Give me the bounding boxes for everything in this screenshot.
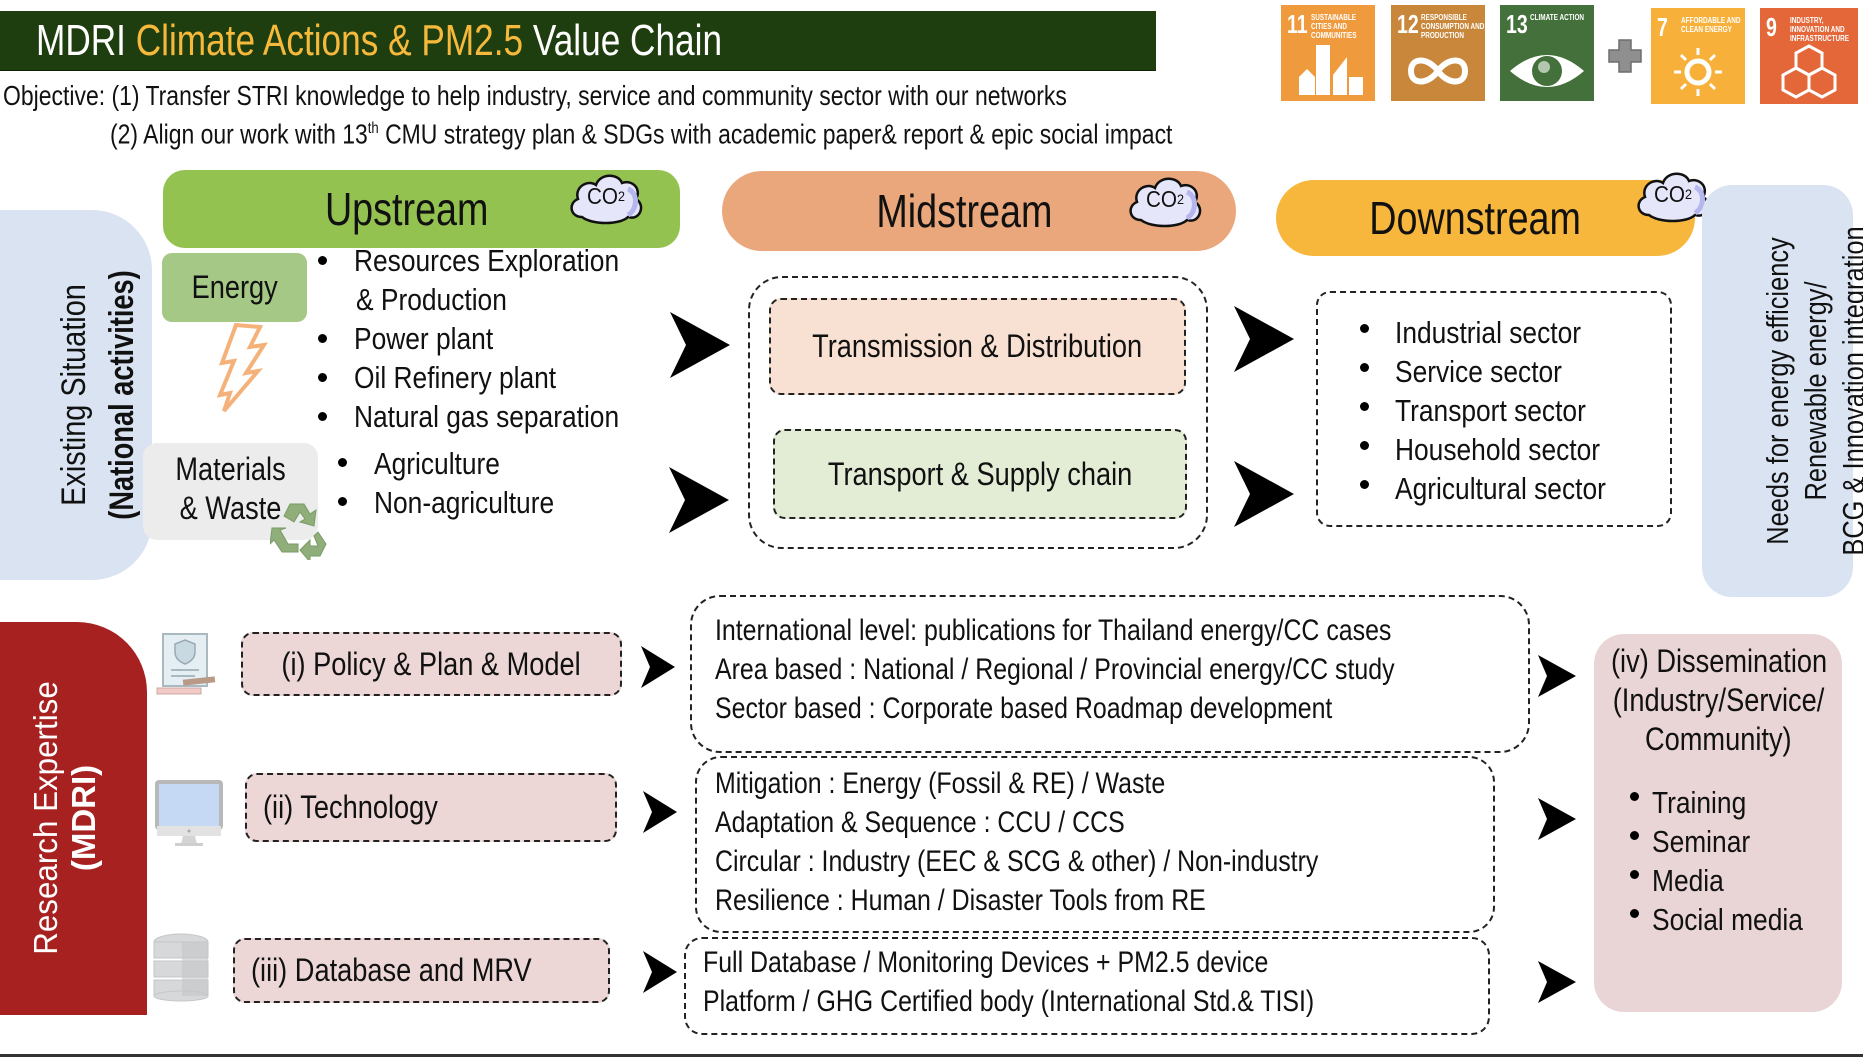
upstream-header: Upstream [163,170,680,248]
database-details-text: Full Database / Monitoring Devices + PM2… [703,946,1315,1018]
title-bar [0,11,1156,71]
flow-arrow-icon [1232,304,1296,374]
needs-line-1: Needs for energy efficiency [1760,237,1795,545]
needs-line-2: Renewable energy/ [1798,281,1833,501]
list-item: Agricultural sector [1395,471,1606,506]
list-item: Industrial sector [1395,315,1582,350]
flow-arrow-icon [1232,459,1296,529]
transport-supply-chain-box: Transport & Supply chain [773,429,1187,519]
existing-situation-sublabel: (National activities) [103,270,141,520]
eye-globe-icon [1510,55,1584,87]
page-title: MDRI Climate Actions & PM2.5 Value Chain [36,16,723,65]
list-item: Agriculture [374,446,500,481]
policy-plan-model-box: (i) Policy & Plan & Model [241,632,622,696]
policy-document-icon [155,632,219,698]
list-item: & Production [356,282,507,317]
flow-arrow-icon [1537,797,1577,841]
computer-monitor-icon [155,780,223,846]
list-item: Natural gas separation [354,399,620,434]
list-item: Oil Refinery plant [354,360,557,395]
sdg-12-tile: 12Responsible consumption and production [1391,5,1485,101]
database-details-box [684,937,1490,1035]
list-item: Resources Exploration [354,243,620,278]
needs-panel [1702,185,1853,597]
existing-situation-panel [0,210,152,580]
energy-category: Energy [162,253,307,322]
sdg-9-tile: 9Industry, innovation and infrastructure [1760,8,1858,104]
midstream-group [748,276,1208,549]
plus-icon [1607,38,1643,74]
downstream-sectors-box [1316,291,1672,527]
policy-details-box [690,595,1530,753]
sun-power-icon [1674,48,1722,96]
technology-details-box [695,756,1495,933]
city-buildings-icon [1299,45,1363,95]
flow-arrow-icon [640,645,676,689]
list-item: Transport sector [1395,393,1586,428]
list-item: Media [1652,863,1724,898]
flow-arrow-icon [1537,960,1577,1004]
transmission-distribution-box: Transmission & Distribution [769,298,1186,395]
infinity-loop-icon [1407,57,1469,85]
dissemination-title: (iv) Dissemination (Industry/Service/ Co… [1611,643,1828,757]
research-expertise-label: Research Expertise [27,681,64,955]
database-icon [152,932,210,1002]
bottom-divider [0,1054,1863,1057]
cubes-icon [1781,44,1837,99]
downstream-header: Downstream [1276,180,1695,256]
sdg-11-tile: 11Sustainable cities and communities [1281,5,1375,101]
objective-line-2: (2) Align our work with 13th CMU strateg… [110,118,1173,150]
technology-box: (ii) Technology [245,773,617,842]
flow-arrow-icon [1537,654,1577,698]
flow-arrow-icon [642,950,678,994]
list-item: Training [1652,785,1747,820]
technology-details-text: Mitigation : Energy (Fossil & RE) / Wast… [715,767,1319,917]
upstream-title: Upstream [324,183,489,235]
list-item: Non-agriculture [374,485,555,520]
recycle-icon [269,500,328,564]
lightning-bolt-icon [208,322,274,413]
materials-waste-category: Materials & Waste [143,443,318,540]
list-item: Household sector [1395,432,1601,467]
database-mrv-box: (iii) Database and MRV [233,938,610,1003]
list-item: Seminar [1652,824,1751,859]
research-expertise-sublabel: (MDRI) [65,764,102,872]
sdg-7-tile: 7Affordable and clean energy [1651,8,1745,104]
dissemination-panel [1594,634,1842,1012]
objective-line-1: Objective: (1) Transfer STRI knowledge t… [3,80,1067,111]
research-expertise-panel [0,622,147,1015]
flow-arrow-icon [642,790,678,834]
flow-arrow-icon [668,310,732,380]
title-highlight: Climate Actions & PM2.5 [135,16,524,65]
list-item: Service sector [1395,354,1562,389]
policy-details-text: International level: publications for Th… [715,614,1395,725]
needs-line-3: BCG & Innovation integration [1836,226,1863,556]
list-item: Power plant [354,321,494,356]
flow-arrow-icon [667,465,731,535]
midstream-title: Midstream [875,185,1053,237]
sdg-13-tile: 13Climate action [1500,5,1594,101]
downstream-title: Downstream [1369,192,1582,244]
list-item: Social media [1652,902,1803,937]
existing-situation-label: Existing Situation [55,284,93,506]
